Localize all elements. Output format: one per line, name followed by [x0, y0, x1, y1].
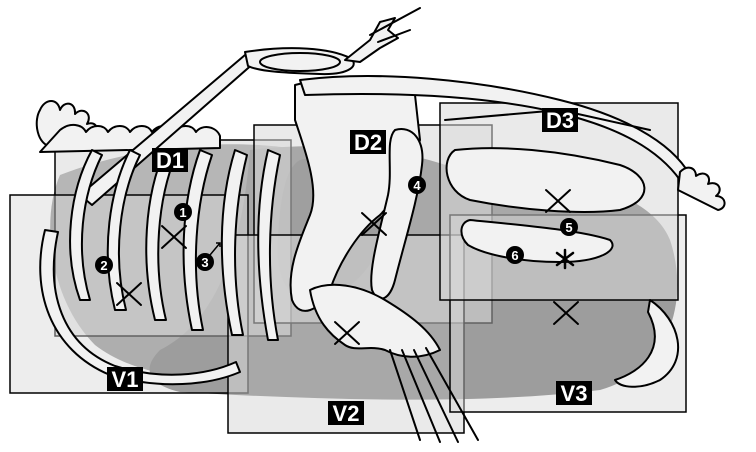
region-label-v3: V3 — [561, 381, 588, 406]
marker-label-5: 5 — [565, 220, 572, 235]
tail-bones — [678, 168, 725, 210]
marker-4: 4 — [408, 176, 426, 194]
shoulder-joint — [260, 53, 340, 71]
region-tag-v3: V3 — [556, 381, 592, 406]
marker-label-6: 6 — [511, 248, 518, 263]
marker-3: 3 — [196, 253, 214, 271]
marker-label-1: 1 — [179, 205, 186, 220]
marker-label-2: 2 — [100, 258, 107, 273]
marker-5: 5 — [560, 218, 578, 236]
region-label-d1: D1 — [156, 148, 184, 173]
region-tag-d1: D1 — [152, 148, 188, 173]
marker-2: 2 — [95, 256, 113, 274]
marker-1: 1 — [174, 203, 192, 221]
region-label-v2: V2 — [333, 401, 360, 426]
region-label-d3: D3 — [546, 108, 574, 133]
marker-label-3: 3 — [201, 255, 208, 270]
spine-row — [40, 125, 220, 152]
marker-6: 6 — [506, 246, 524, 264]
region-label-v1: V1 — [112, 367, 139, 392]
region-tag-d2: D2 — [350, 130, 386, 155]
region-label-d2: D2 — [354, 130, 382, 155]
region-tag-d3: D3 — [542, 108, 578, 133]
marker-label-4: 4 — [413, 178, 421, 193]
region-tag-v1: V1 — [107, 367, 143, 392]
region-tag-v2: V2 — [328, 401, 364, 426]
